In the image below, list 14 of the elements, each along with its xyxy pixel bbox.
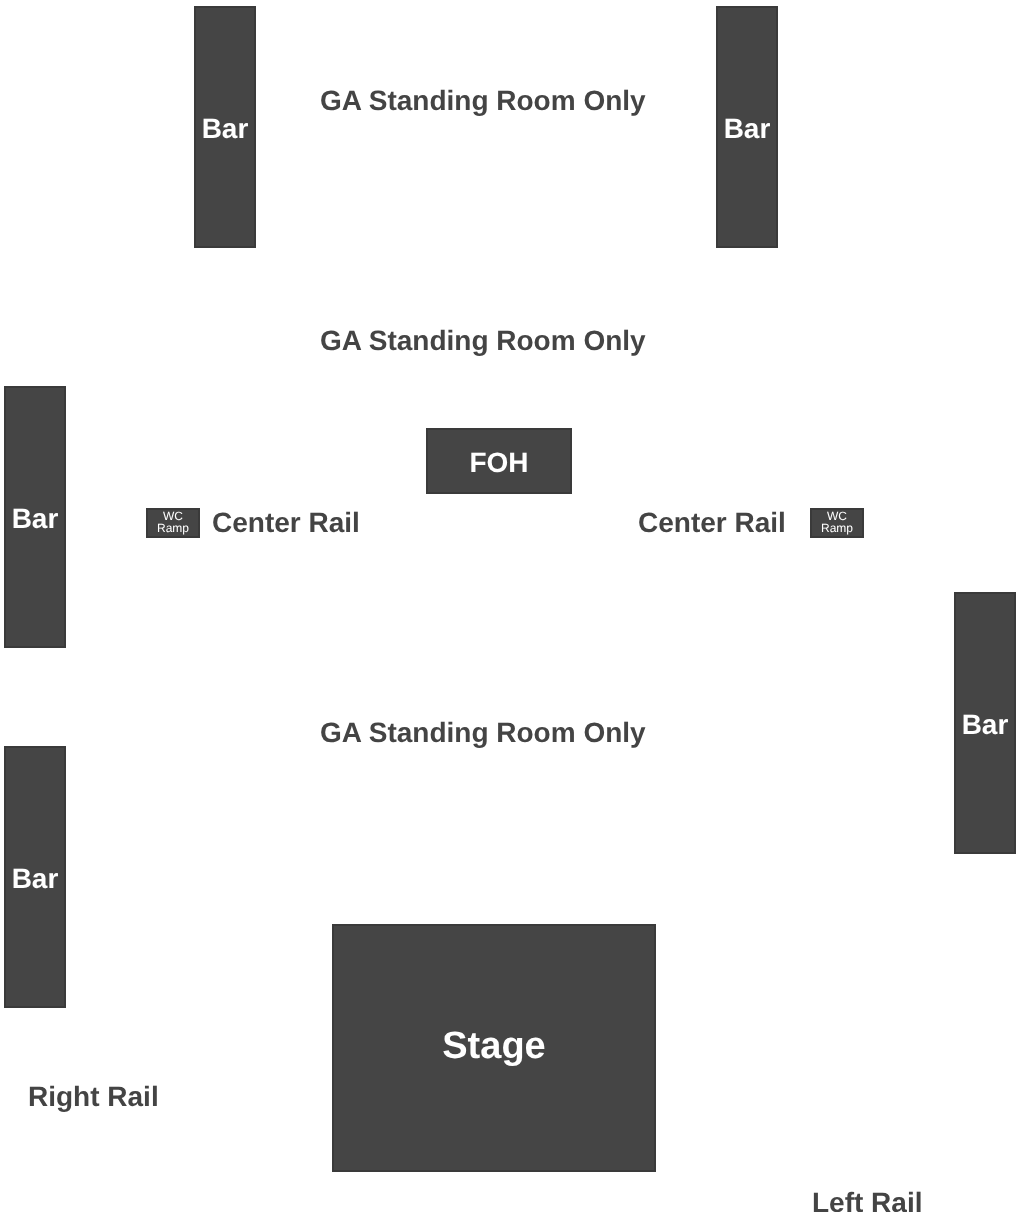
rail-label: Right Rail: [28, 1080, 159, 1112]
stage-area: Stage: [332, 924, 656, 1172]
section-label: GA Standing Room Only: [320, 716, 646, 748]
bar-area: Bar: [716, 6, 778, 248]
bar-area: Bar: [194, 6, 256, 248]
rail-label: Left Rail: [812, 1186, 923, 1212]
rail-label: Center Rail: [638, 506, 786, 538]
rail-label: Center Rail: [212, 506, 360, 538]
section-label: GA Standing Room Only: [320, 324, 646, 356]
bar-area: Bar: [4, 746, 66, 1008]
bar-area: Bar: [4, 386, 66, 648]
section-label: GA Standing Room Only: [320, 84, 646, 116]
foh-booth: FOH: [426, 428, 572, 494]
bar-area: Bar: [954, 592, 1016, 854]
